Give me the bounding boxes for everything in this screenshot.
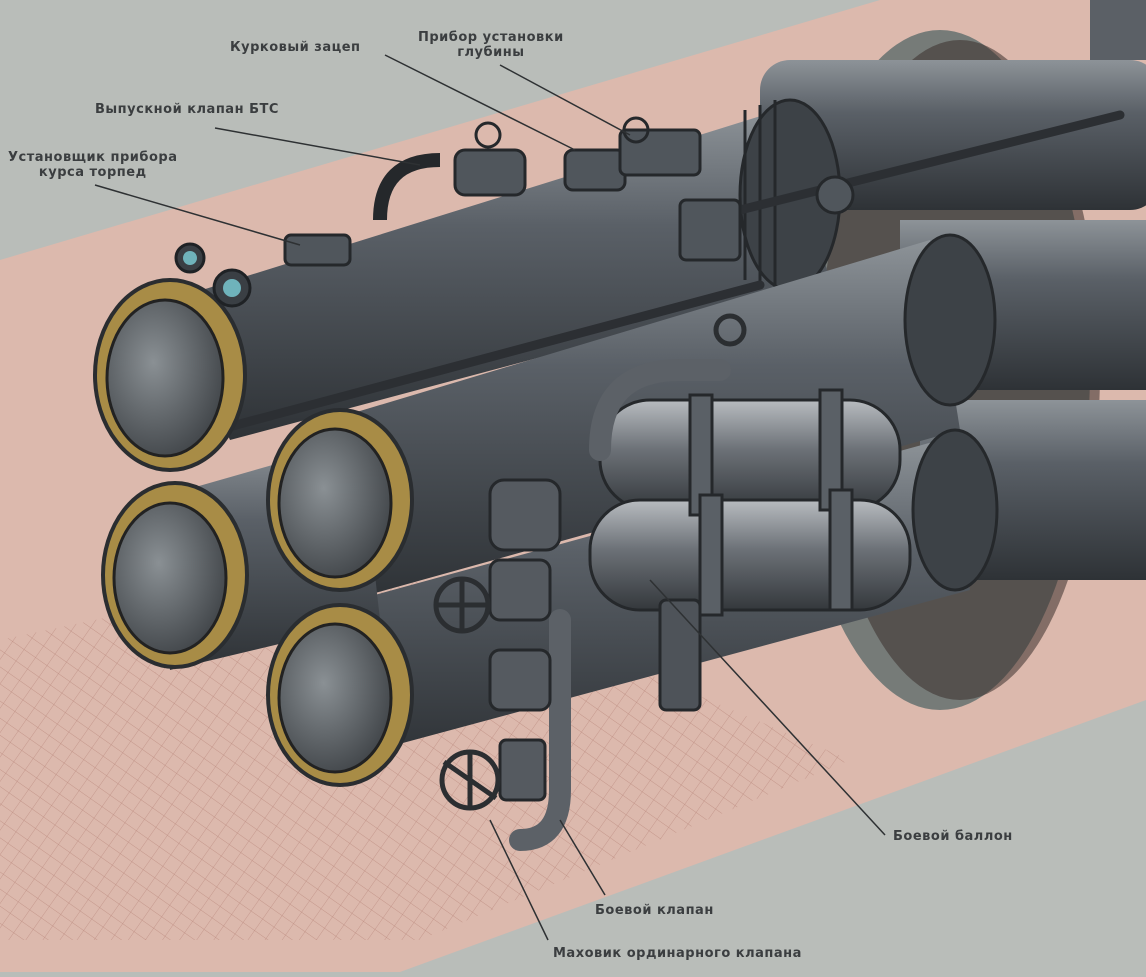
combat-tanks xyxy=(588,388,912,712)
pipework xyxy=(509,359,731,851)
label-line: Установщик прибора xyxy=(8,150,178,165)
callout-lines xyxy=(94,54,886,941)
label-pribor-ustanovki-glubiny: Прибор установки глубины xyxy=(418,30,564,60)
label-boevoy-ballon: Боевой баллон xyxy=(893,829,1013,844)
label-makhovik: Маховик ординарного клапана xyxy=(553,946,802,961)
label-ustanovshik: Установщик прибора курса торпед xyxy=(8,150,178,180)
label-boevoy-klapan: Боевой клапан xyxy=(595,903,714,918)
label-vypusknoy-klapan: Выпускной клапан БТС xyxy=(95,102,279,117)
connecting-rods xyxy=(175,110,1125,445)
label-line: курса торпед xyxy=(38,165,147,180)
label-line: глубины xyxy=(457,45,525,60)
handwheels xyxy=(433,313,747,811)
top-fittings xyxy=(283,116,855,267)
label-line: Прибор установки xyxy=(418,30,564,45)
gauges xyxy=(174,242,252,308)
valves xyxy=(488,478,562,802)
label-kurkovy-zatsep: Курковый зацеп xyxy=(230,40,361,55)
tube-caps xyxy=(93,278,414,787)
